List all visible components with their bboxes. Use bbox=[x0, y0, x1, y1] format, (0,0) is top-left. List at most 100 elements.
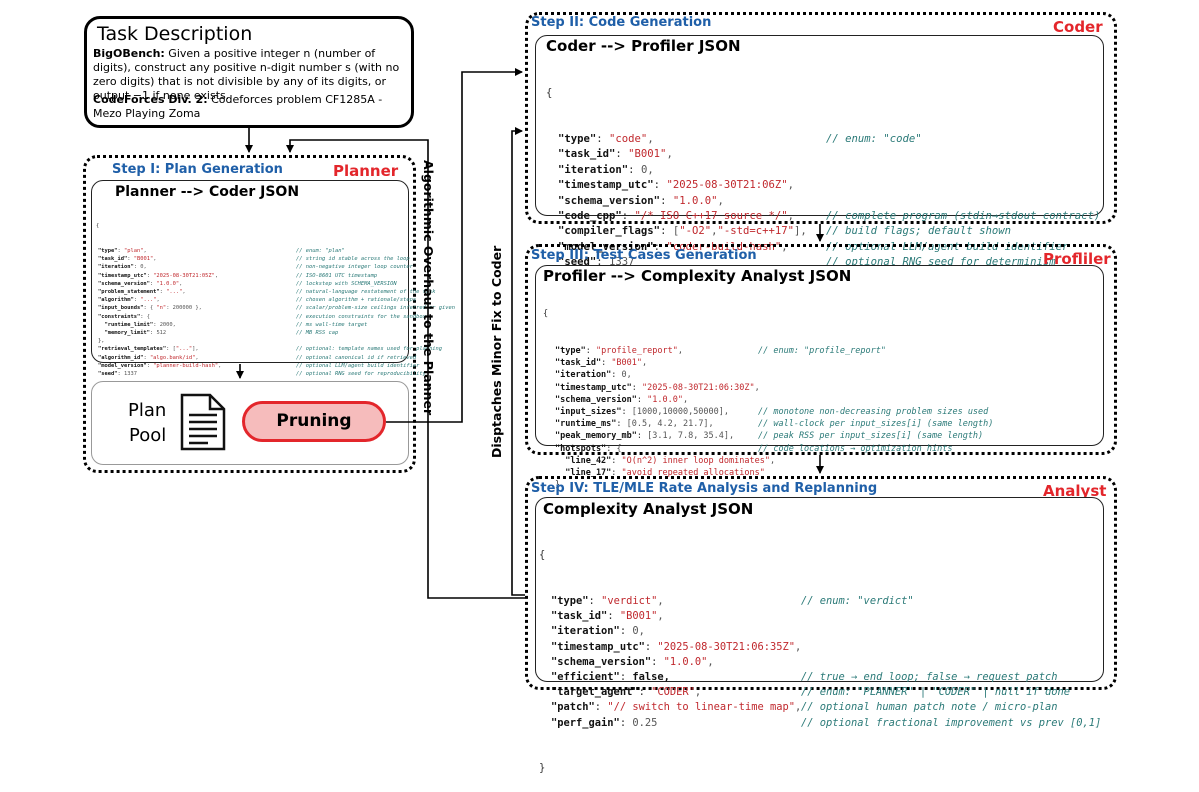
json-line: "line_42": "O(n^2) inner loop dominates"… bbox=[543, 455, 775, 467]
json-value: : "avoid repeated allocations" bbox=[611, 468, 765, 479]
document-icon bbox=[180, 393, 226, 451]
plan-pool-label: Plan Pool bbox=[128, 400, 167, 446]
json-value: : 1337 bbox=[117, 371, 137, 378]
json-key: "algorithm" bbox=[98, 297, 134, 304]
json-line: "iteration": 0, bbox=[546, 163, 807, 178]
coder-json-title: Coder --> Profiler JSON bbox=[546, 37, 741, 55]
cf-label: CodeForces Div. 2: bbox=[93, 93, 208, 106]
json-comment: // monotone non-decreasing problem sizes… bbox=[758, 407, 989, 418]
json-line: "peak_memory_mb": [3.1, 7.8, 35.4],// pe… bbox=[543, 430, 983, 442]
json-value: : "B001", bbox=[601, 358, 648, 369]
json-line: } bbox=[543, 479, 775, 491]
json-key: "line_42" bbox=[555, 455, 612, 466]
json-key: "algorithm_id" bbox=[98, 354, 144, 361]
json-key: "perf_gain" bbox=[551, 716, 620, 729]
json-line: "efficient": false,// true → end loop; f… bbox=[539, 670, 1057, 685]
json-value: : "B001", bbox=[127, 256, 157, 263]
profiler-step-label: Step III: Test Cases Generation bbox=[531, 248, 757, 263]
json-comment: // optional canonical id if retrieved bbox=[296, 354, 417, 361]
json-value: : ["-O2","-std=c++17"], bbox=[660, 225, 807, 238]
json-value: : 0, bbox=[619, 625, 645, 638]
json-comment: // enum: "verdict" bbox=[801, 595, 914, 608]
json-value: : "algo.bank/id", bbox=[143, 354, 199, 361]
json-key: "type" bbox=[98, 248, 118, 255]
json-comment: // build flags; default shown bbox=[826, 225, 1011, 238]
json-line: "schema_version": "1.0.0", bbox=[546, 194, 807, 209]
json-key: "task_id" bbox=[551, 610, 608, 623]
json-line: "runtime_ms": [0.5, 4.2, 21.7],// wall-c… bbox=[543, 418, 993, 430]
flow-connectors bbox=[236, 68, 824, 599]
task-title: Task Description bbox=[97, 23, 253, 45]
coder-json-lines: "type": "code",// enum: "code""task_id":… bbox=[546, 132, 1100, 271]
json-comment: // MB RSS cap bbox=[296, 330, 339, 337]
arrow-analyst-to-coder bbox=[511, 127, 525, 596]
json-comment: // lockstep with SCHEMA_VERSION bbox=[296, 280, 397, 287]
planner-json-box bbox=[91, 180, 409, 363]
json-value: : "planner-build-hash", bbox=[146, 362, 222, 369]
json-comment: // optional fractional improvement vs pr… bbox=[801, 716, 1102, 729]
planner-step-label: Step I: Plan Generation bbox=[112, 162, 283, 177]
json-value: : 512 bbox=[149, 330, 167, 337]
json-value: : false, bbox=[619, 671, 670, 684]
json-value: : "1.0.0", bbox=[660, 194, 724, 207]
json-value: : "verdict", bbox=[588, 595, 664, 608]
json-line: "iteration": 0, bbox=[543, 369, 775, 381]
profiler-json-box bbox=[535, 265, 1104, 446]
json-key: "line_17" bbox=[555, 468, 612, 479]
json-value: : "1.0.0", bbox=[149, 280, 183, 287]
json-comment: // enum: "code" bbox=[826, 133, 922, 146]
json-value: : "1.0.0", bbox=[651, 655, 714, 668]
json-line: "memory_limit": 512// MB RSS cap bbox=[96, 329, 338, 337]
json-value: : "CODER", bbox=[638, 686, 702, 699]
json-value: : { bbox=[140, 313, 150, 320]
json-comment: // enum: "plan" bbox=[296, 248, 345, 255]
json-key: "runtime_ms" bbox=[555, 419, 617, 430]
json-value: : ["..."], bbox=[166, 346, 199, 353]
json-value: : "2025-08-30T21:06:30Z", bbox=[631, 382, 760, 393]
json-line: "task_id": "B001", bbox=[543, 357, 775, 369]
analyst-step-label: Step IV: TLE/MLE Rate Analysis and Repla… bbox=[531, 481, 878, 496]
json-line: "type": "plan", // enum: "plan" bbox=[96, 247, 345, 255]
json-line: "schema_version": "1.0.0", bbox=[543, 394, 775, 406]
json-line: "retrieval_templates": ["..."],// option… bbox=[96, 345, 442, 353]
arrow-pruning-to-coder bbox=[386, 68, 523, 423]
coder-json-code: { "type": "code",// enum: "code""task_id… bbox=[546, 55, 1100, 332]
json-line: "schema_version": "1.0.0", bbox=[539, 655, 801, 670]
json-key: "peak_memory_mb" bbox=[555, 431, 637, 442]
minor-fix-label: Disptaches Minor Fix to Coder bbox=[489, 245, 504, 458]
json-value: : "...", bbox=[159, 289, 186, 296]
task-bigo-text: BigOBench: Given a positive integer n (n… bbox=[93, 47, 411, 103]
pruning-label: Pruning bbox=[276, 411, 352, 431]
json-value: : 0, bbox=[133, 264, 147, 271]
json-line: "constraints": {// execution constraints… bbox=[96, 313, 426, 321]
json-key: "schema_version" bbox=[98, 280, 150, 287]
json-comment: // scalar/problem-size ceilings inferred… bbox=[296, 305, 456, 312]
json-key: "timestamp_utc" bbox=[555, 382, 632, 393]
json-line: }, bbox=[96, 337, 221, 345]
coder-open-brace: { bbox=[546, 86, 553, 99]
task-cf-text: CodeForces Div. 2: Codeforces problem CF… bbox=[93, 93, 411, 121]
json-line: "task_id": "B001", bbox=[546, 147, 807, 162]
profiler-role-label: Profliler bbox=[1043, 250, 1111, 268]
json-value: : "plan", bbox=[117, 248, 147, 255]
json-comment: // enum: "profile_report" bbox=[758, 346, 886, 357]
json-key: "efficient" bbox=[551, 671, 620, 684]
json-key: "problem_statement" bbox=[98, 289, 160, 296]
profiler-json-code: { "type": "profile_report",// enum: "pro… bbox=[543, 284, 993, 540]
json-key: "timestamp_utc" bbox=[98, 272, 147, 279]
json-line: "iteration": 0, bbox=[539, 624, 801, 639]
json-line: "algorithm": "...",// chosen algorithm +… bbox=[96, 296, 416, 304]
planner-json-code: { "type": "plan",// enum: "plan""task_id… bbox=[96, 206, 455, 411]
json-key: "iteration" bbox=[551, 625, 620, 638]
json-comment: // optional: template names used for pla… bbox=[296, 346, 443, 353]
json-value: : { "n": 200000 }, bbox=[143, 305, 202, 312]
json-line: "compiler_flags": ["-O2","-std=c++17"],/… bbox=[546, 224, 1011, 239]
json-comment: // optional LLM/agent build identifier bbox=[296, 362, 420, 369]
json-value: : "profile_report", bbox=[585, 346, 683, 357]
json-line: "schema_version": "1.0.0", // lockstep wi… bbox=[96, 280, 397, 288]
json-value: } bbox=[555, 480, 561, 491]
json-comment: // code locations → optimization hints bbox=[758, 443, 953, 454]
json-comment: // wall-clock per input_sizes[i] (same l… bbox=[758, 419, 994, 430]
pruning-button[interactable]: Pruning bbox=[242, 401, 386, 442]
json-comment: // non-negative integer loop counter bbox=[296, 264, 413, 271]
